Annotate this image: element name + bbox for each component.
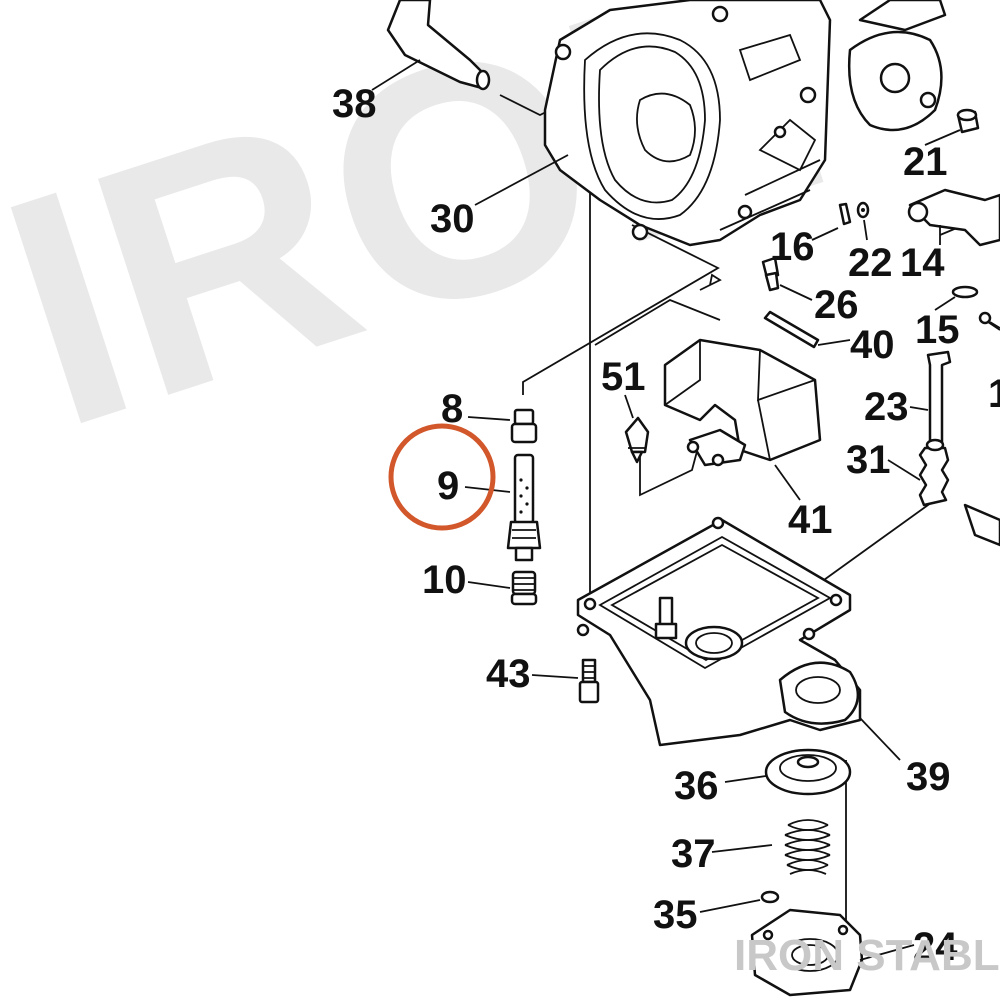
callout-labels: 38 30 21 16 22 14 26 40 15 8 51 23 31 9 … xyxy=(332,82,1000,969)
callout-31: 31 xyxy=(846,438,891,482)
part-14-linkage xyxy=(907,188,1000,247)
leader-lines xyxy=(371,59,961,961)
callout-10: 10 xyxy=(422,558,467,602)
part-41-float xyxy=(663,338,822,467)
part-51-needle-valve xyxy=(624,416,650,464)
callout-30: 30 xyxy=(430,197,475,241)
callout-8: 8 xyxy=(441,387,463,431)
part-26-screw xyxy=(761,256,780,292)
callout-22: 22 xyxy=(848,241,893,285)
callout-43: 43 xyxy=(486,652,531,696)
callout-15: 15 xyxy=(915,308,960,352)
callout-21: 21 xyxy=(903,140,948,184)
carburetor-body xyxy=(543,0,832,247)
part-21-fitting xyxy=(956,108,980,134)
part-43-screw xyxy=(578,658,600,704)
callout-36: 36 xyxy=(674,764,719,808)
callout-24: 24 xyxy=(913,925,958,969)
part-23-hose xyxy=(926,350,952,452)
callout-23: 23 xyxy=(864,385,909,429)
part-8-main-jet xyxy=(510,408,538,444)
highlight-circle-part-9 xyxy=(388,423,496,531)
callout-16: 16 xyxy=(770,225,815,269)
callout-37: 37 xyxy=(671,832,716,876)
part-16-pin xyxy=(838,202,852,226)
part-37-spring xyxy=(784,819,831,875)
part-1-partial xyxy=(963,311,1000,547)
part-38-choke-lever xyxy=(386,0,491,91)
part-9-needle-jet xyxy=(506,453,542,562)
callout-38: 38 xyxy=(332,82,377,126)
callout-35: 35 xyxy=(653,893,698,937)
part-15-clip xyxy=(951,285,979,299)
callout-14: 14 xyxy=(900,241,945,285)
callout-1-partial: 1 xyxy=(988,372,1000,416)
part-35-o-ring xyxy=(760,890,780,904)
part-39-float-bowl xyxy=(576,516,862,747)
callout-40: 40 xyxy=(850,323,895,367)
part-10-pilot-jet xyxy=(510,570,538,606)
callout-39: 39 xyxy=(906,755,951,799)
callout-41: 41 xyxy=(788,498,833,542)
throttle-cam-assembly xyxy=(847,0,947,132)
part-40-rod xyxy=(763,310,820,349)
callout-26: 26 xyxy=(814,283,859,327)
part-22-washer xyxy=(856,201,870,219)
callout-51: 51 xyxy=(601,355,646,399)
corner-watermark: IRON STABLE xyxy=(734,931,1000,980)
callout-9: 9 xyxy=(437,464,459,508)
part-36-diaphragm xyxy=(764,748,852,796)
part-31-boot xyxy=(918,438,950,507)
